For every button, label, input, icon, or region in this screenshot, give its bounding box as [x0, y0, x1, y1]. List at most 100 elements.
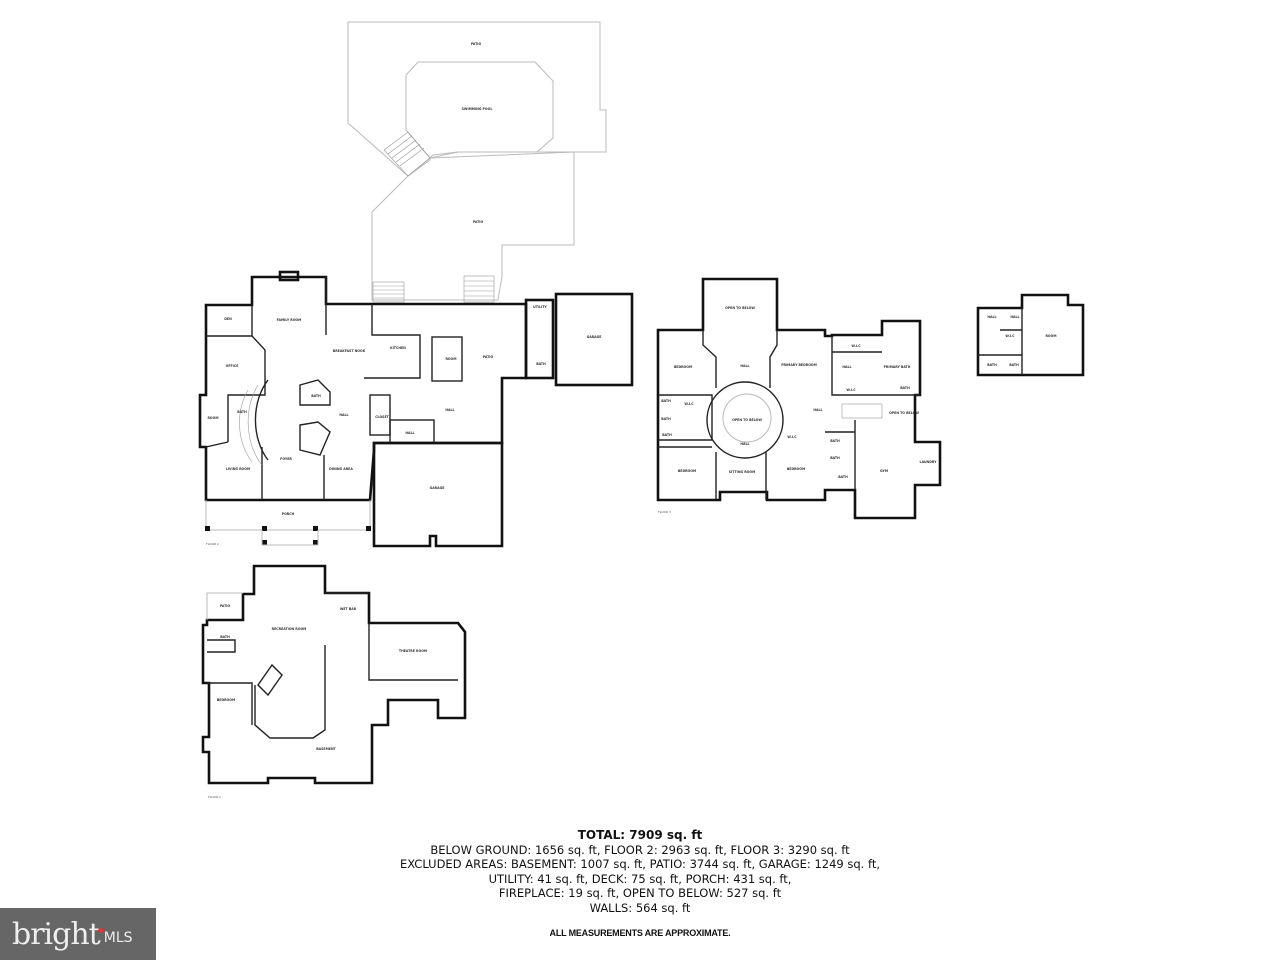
room-label: BATH [830, 456, 840, 460]
summary-line: WALLS: 564 sq. ft [589, 900, 691, 915]
upper-patio-outline [347, 21, 607, 177]
basement-outline [201, 564, 467, 785]
room-label: DINING AREA [329, 467, 353, 471]
room-label: HALL [1010, 315, 1019, 319]
room-label: OPEN TO BELOW [889, 411, 919, 415]
room-label: ROOM [445, 357, 456, 361]
outdoor-area: PATIO SWIMMING POOL PATIO [347, 21, 607, 303]
curved-staircase [254, 379, 269, 461]
room-label: GYM [880, 469, 888, 473]
room-label: BATH [830, 439, 840, 443]
room-label: W.I.C [846, 388, 856, 392]
patio-stairs [372, 131, 495, 303]
room-label: W.I.C [787, 435, 797, 439]
room-label: W.I.C [851, 344, 861, 348]
room-label: PATIO [220, 604, 231, 608]
below-ground-plan: PATIO BATH RECREATION ROOM WET BAR THEAT… [201, 564, 467, 799]
room-label: HALL [339, 413, 348, 417]
floor-4-outline [976, 293, 1085, 377]
room-label: PATIO [473, 220, 484, 224]
room-label: KITCHEN [390, 346, 406, 350]
room-label: BATH [311, 394, 321, 398]
open-to-below-rotunda [722, 393, 772, 443]
room-label: WET BAR [340, 607, 357, 611]
room-label: ROOM [1045, 334, 1056, 338]
room-label: PRIMARY BATH [884, 365, 911, 369]
swimming-pool-outline [405, 61, 554, 159]
room-label: W.I.C [1005, 334, 1015, 338]
room-label: HALL [813, 408, 822, 412]
garage-2-outline [554, 292, 634, 387]
rotunda [706, 381, 784, 459]
room-label: GARAGE [587, 335, 602, 339]
room-label: BATH [220, 635, 230, 639]
room-label: OFFICE [226, 364, 239, 368]
room-label: BASEMENT [316, 747, 336, 751]
floor-2-outline [198, 275, 528, 502]
total-area: TOTAL: 7909 sq. ft [577, 828, 703, 842]
room-label: PORCH [282, 512, 295, 516]
room-label: BATH [1009, 363, 1019, 367]
room-label: BEDROOM [678, 469, 696, 473]
logo-star-icon [98, 928, 103, 933]
floor-label: FLOOR 3 [658, 510, 671, 514]
logo-suffix: MLS [103, 930, 133, 946]
summary-line: BELOW GROUND: 1656 sq. ft, FLOOR 2: 2963… [430, 842, 850, 857]
room-label: THEATRE ROOM [399, 649, 427, 653]
room-label: GARAGE [430, 486, 445, 490]
fireplace [278, 270, 300, 282]
room-label: BATH [237, 410, 247, 414]
room-label: BATH [900, 386, 910, 390]
bright-mls-logo: bright MLS [0, 908, 156, 960]
summary-line: FIREPLACE: 19 sq. ft, OPEN TO BELOW: 527… [498, 886, 782, 901]
lower-patio-outline [371, 151, 575, 301]
room-label: HALL [740, 442, 749, 446]
room-label: FOYER [280, 457, 292, 461]
room-label: BATH [662, 433, 672, 437]
room-label: W.I.C [684, 402, 694, 406]
room-label: LIVING ROOM [226, 467, 250, 471]
floor-2-plan: FAMILY ROOM DEN OFFICE ROOM BATH BREAKFA… [198, 270, 634, 548]
porch [205, 500, 371, 546]
room-label: FAMILY ROOM [277, 318, 302, 322]
floor-label: FLOOR 1 [208, 795, 221, 799]
room-label: DEN [224, 317, 232, 321]
room-label: SWIMMING POOL [462, 107, 493, 111]
room-label: BEDROOM [217, 698, 235, 702]
utility-block [524, 298, 555, 380]
room-label: BREAKFAST NOOK [333, 349, 366, 353]
floor-label: FLOOR 2 [206, 542, 219, 546]
summary-line: EXCLUDED AREAS: BASEMENT: 1007 sq. ft, P… [399, 857, 880, 872]
area-summary: TOTAL: 7909 sq. ft BELOW GROUND: 1656 sq… [0, 828, 1280, 940]
room-label: BATH [838, 475, 848, 479]
room-label: OPEN TO BELOW [725, 306, 755, 310]
room-label: HALL [405, 431, 414, 435]
summary-line: UTILITY: 41 sq. ft, DECK: 75 sq. ft, POR… [488, 871, 792, 886]
room-label: BATH [536, 362, 546, 366]
floor-3-outline [656, 277, 942, 520]
room-label: BEDROOM [787, 467, 805, 471]
room-label: HALL [987, 315, 996, 319]
room-label: ROOM [207, 416, 218, 420]
room-label: CLOSET [375, 415, 389, 419]
logo-brand: bright [12, 916, 101, 952]
room-label: SITTING ROOM [729, 470, 756, 474]
room-label: BATH [661, 417, 671, 421]
floor-3-plan: OPEN TO BELOW BEDROOM HALL PRIMARY BEDRO… [656, 277, 942, 520]
room-label: BATH [987, 363, 997, 367]
garage-outline [372, 441, 504, 548]
room-label: PATIO [471, 42, 482, 46]
room-label: HALL [842, 365, 851, 369]
room-label: PATIO [483, 355, 494, 359]
room-label: UTILITY [533, 305, 547, 309]
room-label: LAUNDRY [920, 460, 938, 464]
room-label: PRIMARY BEDROOM [781, 363, 817, 367]
room-label: BEDROOM [674, 365, 692, 369]
room-label: OPEN TO BELOW [732, 418, 762, 422]
room-label: RECREATION ROOM [272, 627, 307, 631]
room-label: HALL [740, 364, 749, 368]
floor-4-plan: HALL HALL W.I.C ROOM BATH BATH [976, 293, 1085, 377]
room-label: BATH [661, 399, 671, 403]
room-label: HALL [445, 408, 454, 412]
